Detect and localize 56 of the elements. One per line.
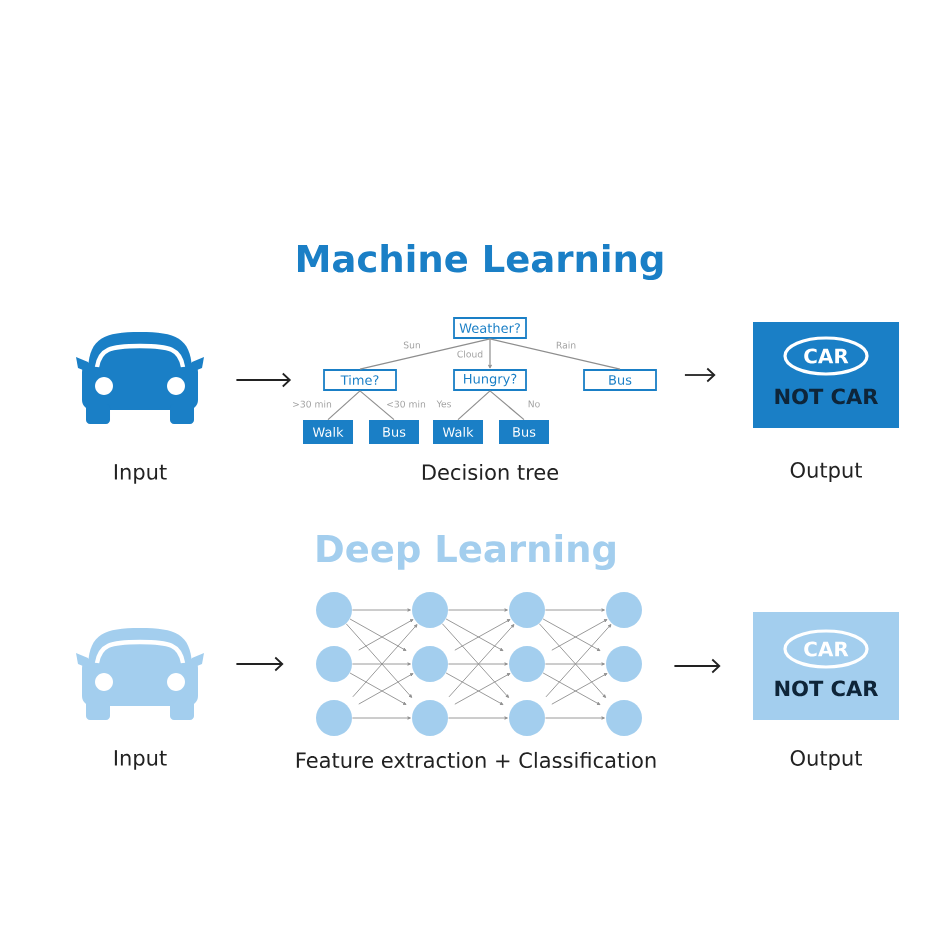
connection-arrow [551, 673, 608, 705]
neuron-circle [316, 646, 352, 682]
label-oval: CAR [783, 629, 869, 669]
connection-arrow [454, 619, 511, 651]
branch-line [457, 390, 491, 421]
neuron-circle [412, 646, 448, 682]
connection-arrow [551, 619, 608, 651]
neuron-circle [509, 592, 545, 628]
connection-arrow [351, 662, 411, 666]
connection-arrow [358, 673, 414, 705]
connection-arrow [445, 672, 504, 706]
connection-arrow [542, 618, 601, 652]
branch-arrow [488, 338, 492, 369]
connection-arrow [544, 608, 605, 612]
connection-arrow [542, 672, 601, 706]
connection-arrow [351, 608, 411, 612]
section-heading: Machine Learning [298, 243, 663, 281]
connection-arrow [454, 673, 511, 705]
car-icon [76, 332, 204, 424]
arrow [235, 372, 292, 388]
branch-line [359, 338, 491, 370]
arrow [235, 656, 284, 672]
input-label: Input [114, 750, 167, 770]
neuron-circle [412, 592, 448, 628]
caption: Decision tree [422, 463, 559, 481]
neuron-circle [412, 700, 448, 736]
branch-line [327, 390, 361, 421]
neuron-circle [606, 700, 642, 736]
connection-arrow [358, 619, 414, 651]
connection-arrow [544, 716, 605, 720]
input-label: Input [114, 464, 167, 484]
neuron-circle [606, 646, 642, 682]
output-label: Output [790, 750, 862, 770]
connection-arrow [349, 672, 407, 705]
label-oval: CAR [783, 336, 869, 376]
branch-line [359, 390, 395, 421]
neuron-circle [316, 700, 352, 736]
connection-arrow [544, 662, 605, 666]
connection-arrow [351, 716, 411, 720]
arrow [684, 367, 716, 383]
connection-arrow [445, 618, 504, 652]
branch-line [489, 338, 621, 370]
neuron-circle [509, 700, 545, 736]
branch-line [489, 390, 525, 421]
connection-arrow [349, 618, 407, 651]
arrow [673, 658, 721, 674]
neuron-circle [509, 646, 545, 682]
connection-arrow [447, 716, 508, 720]
neuron-circle [316, 592, 352, 628]
section-heading: Deep Learning [317, 533, 615, 571]
output-label: Output [790, 462, 862, 482]
caption: Feature extraction + Classification [296, 751, 656, 769]
connection-arrow [447, 662, 508, 666]
neuron-circle [606, 592, 642, 628]
car-icon [76, 628, 204, 720]
connection-arrow [447, 608, 508, 612]
